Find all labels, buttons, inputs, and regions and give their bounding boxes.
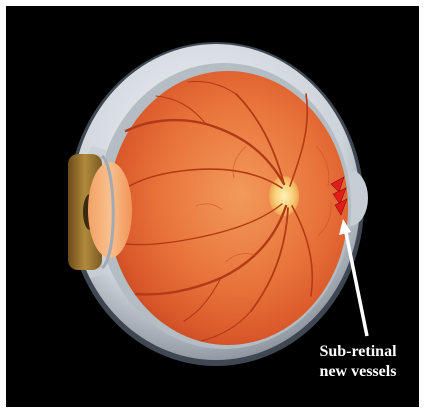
retina (97, 63, 351, 349)
annotation-label: Sub-retinal new vessels (298, 342, 418, 382)
annotation-label-line1: Sub-retinal (298, 342, 418, 362)
annotation-label-line2: new vessels (298, 362, 418, 382)
